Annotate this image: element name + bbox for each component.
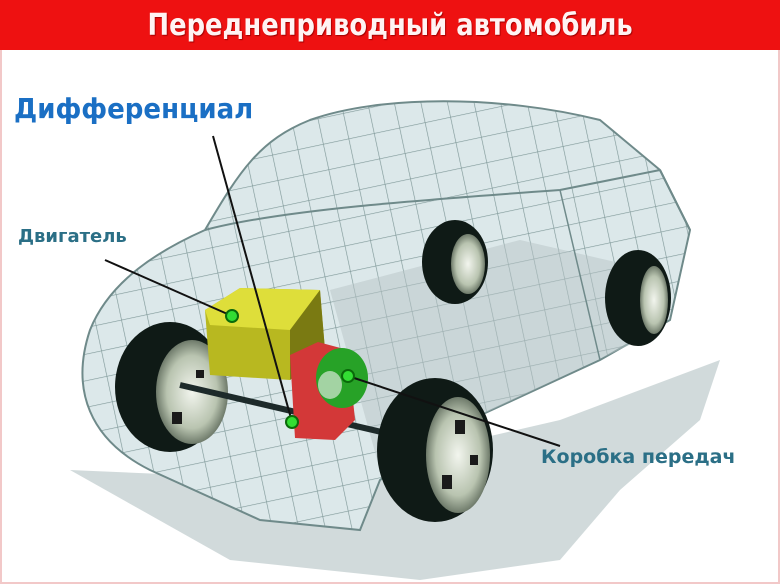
car-body <box>81 100 692 532</box>
label-differential: Дифференциал <box>14 92 254 125</box>
front-right-wheel <box>377 378 493 522</box>
label-engine: Двигатель <box>18 226 127 247</box>
label-gearbox: Коробка передач <box>541 446 736 468</box>
gearbox-marker <box>341 369 355 383</box>
leader-line-engine <box>104 259 233 317</box>
car-illustration <box>70 100 720 580</box>
leader-line-differential <box>212 135 293 423</box>
rear-left-wheel <box>422 220 488 304</box>
page-title: Переднеприводный автомобиль <box>147 7 633 43</box>
differential-marker <box>285 415 299 429</box>
engine-marker <box>225 309 239 323</box>
title-banner: Переднеприводный автомобиль <box>0 0 780 50</box>
leader-line-gearbox <box>347 375 561 447</box>
rear-right-wheel <box>605 250 671 346</box>
